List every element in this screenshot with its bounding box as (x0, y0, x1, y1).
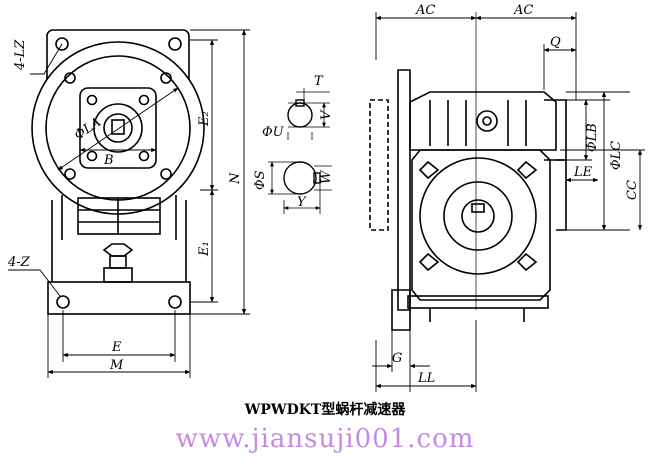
side-view (369, 12, 567, 331)
label-cc: CC (625, 180, 640, 200)
label-phi-lb: ΦLB (585, 123, 600, 152)
label-ac-left: AC (415, 3, 435, 18)
label-w: W (319, 169, 334, 184)
side-dimensions (372, 12, 645, 392)
label-n: N (228, 172, 243, 185)
shaft-detail-dims (268, 88, 332, 214)
label-t: T (314, 74, 324, 89)
label-m: M (109, 358, 124, 373)
label-g: G (392, 351, 402, 366)
label-e1: E₁ (197, 241, 212, 257)
front-dimensions (8, 29, 250, 378)
label-y: Y (297, 195, 307, 210)
label-le: LE (573, 165, 593, 180)
label-e: E (111, 340, 122, 355)
label-phi-s: ΦS (253, 170, 268, 190)
label-ll: LL (417, 371, 435, 386)
label-ac-right: AC (513, 3, 533, 18)
label-q: Q (550, 35, 561, 50)
shaft-detail (283, 99, 321, 195)
label-phi-u: ΦU (262, 125, 285, 140)
label-e2: E₂ (197, 111, 212, 127)
front-view (31, 29, 205, 315)
label-four-z: 4-Z (7, 255, 31, 270)
label-phi-lc: ΦLC (609, 141, 624, 170)
label-v: V (319, 109, 334, 120)
label-b: B (103, 153, 114, 168)
label-four-lz: 4-LZ (13, 39, 28, 71)
website-watermark: www.jiansuji001.com (175, 424, 475, 454)
drawing-title: WPWDKT型蜗杆减速器 (244, 402, 406, 418)
